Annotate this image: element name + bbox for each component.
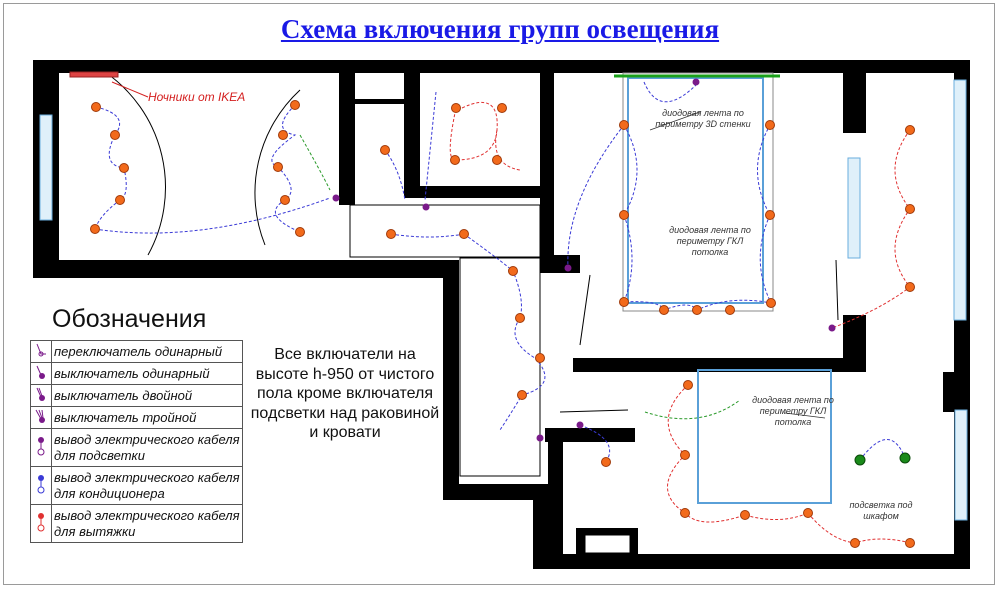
led-strips [614, 72, 832, 504]
single-switch-icon [36, 365, 45, 379]
backlight-outlet-icon [37, 436, 45, 455]
led-gkl-label-1: диодовая лента по периметру ГКЛ потолка [669, 225, 751, 257]
legend-title: Обозначения [52, 305, 207, 333]
switch-height-note: Все включатели на высоте h-950 от чистог… [250, 346, 440, 441]
ac-outlet-icon [37, 474, 45, 493]
ikea-label: Ночники от IKEA [148, 90, 246, 104]
annotation-leaders [649, 111, 826, 419]
page-title: Схема включения групп освещения [280, 14, 720, 44]
legend-row: переключатель одинарный [30, 340, 243, 363]
double-switch-icon [36, 387, 45, 401]
legend-label: выключатель двойной [51, 384, 243, 407]
switches [332, 78, 836, 442]
light-fixtures [90, 100, 915, 548]
led-3d-wall-label: диодовая лента по периметру 3D стенки [655, 108, 751, 129]
legend-label: вывод электрического кабеля для вытяжки [51, 504, 243, 543]
nightlight [69, 71, 119, 78]
legend-label: вывод электрического кабеля для кондицио… [51, 466, 243, 505]
legend-table: переключатель одинарный выключатель один… [30, 340, 243, 543]
page-frame [3, 3, 995, 585]
windows [39, 79, 968, 521]
legend-row: выключатель одинарный [30, 362, 243, 385]
legend-label: выключатель одинарный [51, 362, 243, 385]
doors [104, 71, 839, 413]
legend-label: выключатель тройной [51, 406, 243, 429]
hood-outlet-icon [37, 512, 45, 531]
triple-switch-icon [35, 409, 45, 423]
legend-label: переключатель одинарный [51, 340, 243, 363]
led-gkl-label-2: диодовая лента по периметру ГКЛ потолка [752, 395, 834, 427]
legend-row: выключатель двойной [30, 384, 243, 407]
legend-row: вывод электрического кабеля для кондицио… [30, 466, 243, 505]
ikea-arrow [111, 81, 149, 98]
legend-label: вывод электрического кабеля для подсветк… [51, 428, 243, 467]
legend-row: выключатель тройной [30, 406, 243, 429]
wardrobe-light-label: подсветка под шкафом [849, 500, 913, 521]
pass-switch-icon [36, 343, 46, 356]
legend-row: вывод электрического кабеля для вытяжки [30, 504, 243, 543]
legend-row: вывод электрического кабеля для подсветк… [30, 428, 243, 467]
wall-openings [349, 204, 631, 554]
